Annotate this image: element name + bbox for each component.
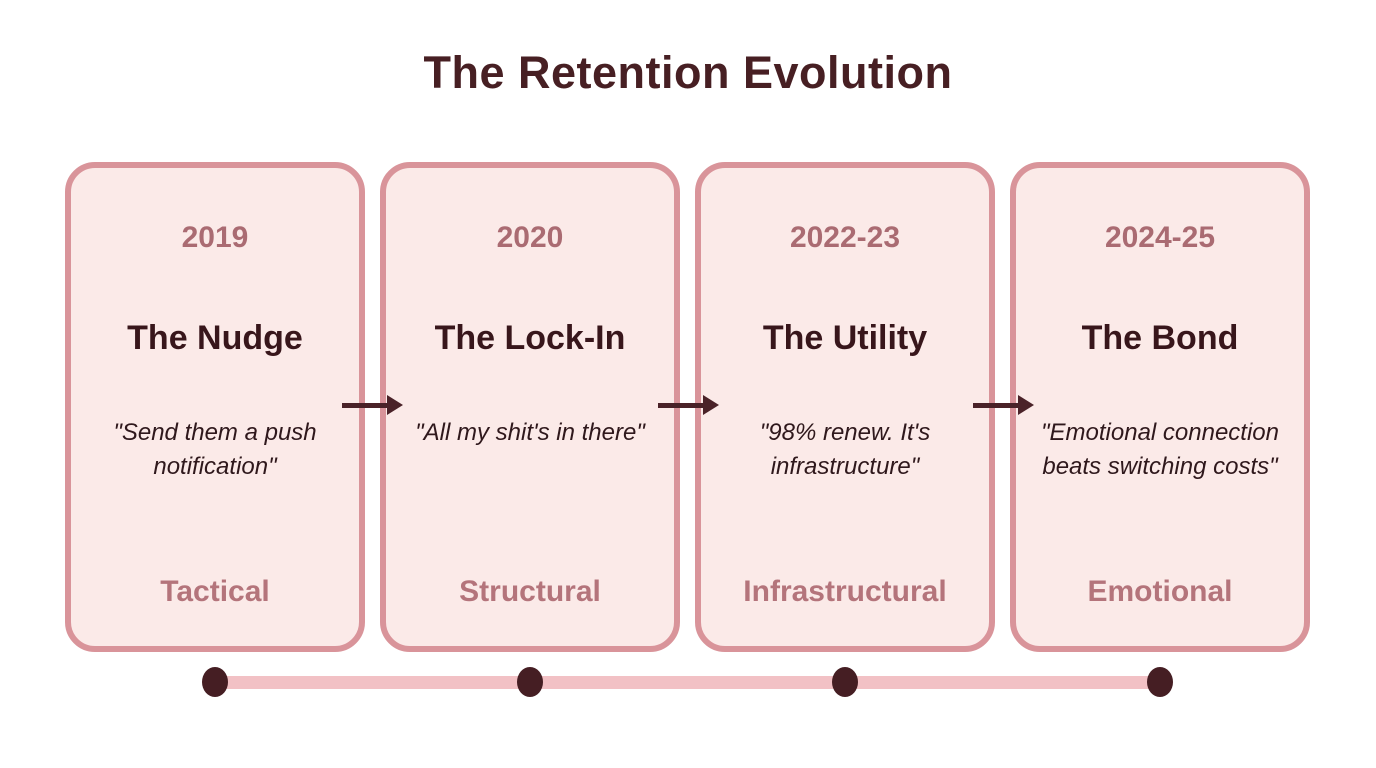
arrow-head	[703, 395, 719, 415]
stage-title: The Nudge	[127, 319, 303, 357]
stage-label: Infrastructural	[743, 575, 947, 608]
timeline-dot	[1147, 667, 1173, 697]
stage-quote: "Send them a push notification"	[113, 419, 317, 480]
timeline-dot	[202, 667, 228, 697]
arrow-line	[973, 403, 1020, 408]
stage-card-lock-in: 2020 The Lock-In "All my shit's in there…	[380, 162, 680, 652]
arrow-line	[342, 403, 389, 408]
arrow-right-icon	[973, 395, 1034, 415]
page-title: The Retention Evolution	[423, 47, 953, 98]
arrow-head	[1018, 395, 1034, 415]
timeline-bar	[212, 676, 1162, 689]
stage-year: 2024-25	[1104, 221, 1216, 254]
stage-card-nudge: 2019 The Nudge "Send them a push notific…	[65, 162, 365, 652]
arrow-head	[387, 395, 403, 415]
stage-title: The Lock-In	[434, 319, 626, 357]
stage-title: The Bond	[1081, 319, 1239, 357]
stage-quote: "98% renew. It's infrastructure"	[759, 419, 931, 480]
timeline-dot	[832, 667, 858, 697]
stage-card-bond: 2024-25 The Bond "Emotional connection b…	[1010, 162, 1310, 652]
stage-title: The Utility	[762, 319, 928, 357]
arrow-right-icon	[342, 395, 403, 415]
stage-quote: "All my shit's in there"	[415, 419, 645, 446]
stage-year: 2022-23	[789, 221, 901, 254]
stage-year: 2019	[181, 221, 249, 254]
stage-label: Emotional	[1087, 575, 1233, 608]
arrow-right-icon	[658, 395, 719, 415]
stage-card-utility: 2022-23 The Utility "98% renew. It's inf…	[695, 162, 995, 652]
stage-quote: "Emotional connection beats switching co…	[1041, 419, 1279, 480]
arrow-line	[658, 403, 705, 408]
stage-label: Structural	[459, 575, 601, 608]
timeline-dot	[517, 667, 543, 697]
stage-year: 2020	[496, 221, 564, 254]
stage-label: Tactical	[160, 575, 270, 608]
